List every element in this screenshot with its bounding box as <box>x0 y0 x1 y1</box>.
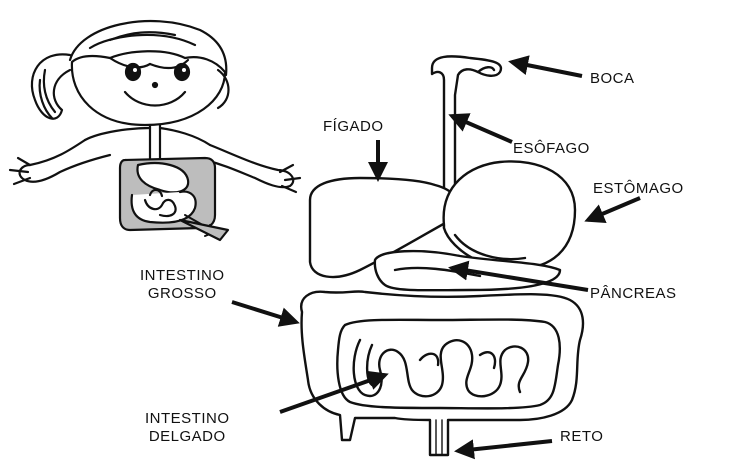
label-pancreas: PÂNCREAS <box>590 285 677 303</box>
stomach-shape <box>444 161 575 268</box>
label-intestino-grosso: INTESTINO GROSSO <box>140 267 225 303</box>
arrow-boca <box>512 62 582 76</box>
label-intestino-delgado-line1: INTESTINO <box>145 410 230 428</box>
girl-illustration <box>10 21 300 240</box>
label-esofago: ESÔFAGO <box>513 140 590 158</box>
label-intestino-grosso-line1: INTESTINO <box>140 267 225 285</box>
label-figado: FÍGADO <box>323 118 384 136</box>
label-intestino-delgado-line2: DELGADO <box>145 428 230 446</box>
arrow-esofago <box>452 116 512 142</box>
label-intestino-grosso-line2: GROSSO <box>140 285 225 303</box>
label-intestino-delgado: INTESTINO DELGADO <box>145 410 230 446</box>
label-boca: BOCA <box>590 70 635 88</box>
digestive-organs <box>301 56 583 455</box>
arrow-reto <box>458 441 552 451</box>
arrow-estomago <box>588 198 640 220</box>
label-reto: RETO <box>560 428 603 446</box>
label-estomago: ESTÔMAGO <box>593 180 684 198</box>
arrow-intestino-grosso <box>232 302 296 322</box>
